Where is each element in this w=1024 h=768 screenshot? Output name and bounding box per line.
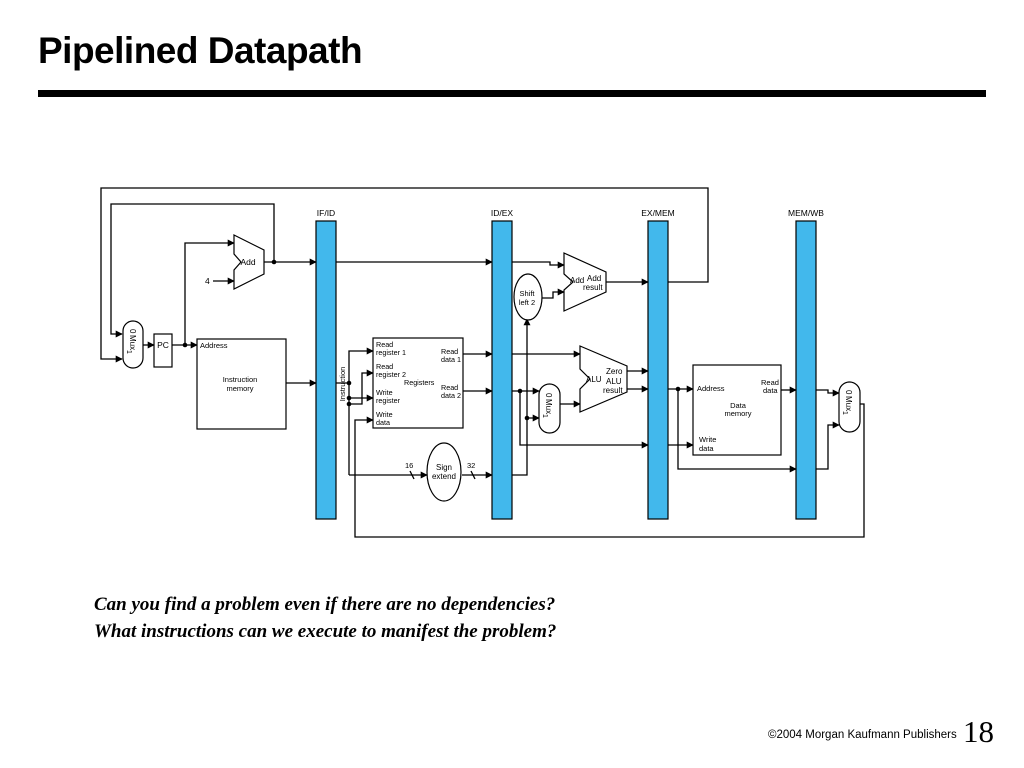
- shift-left-2: Shift left 2: [513, 273, 543, 321]
- pc-adder-label: Add: [240, 257, 255, 267]
- rf-read-reg2-l2: register 2: [376, 370, 406, 379]
- rf-read-data1-l1: Read: [441, 347, 458, 356]
- rf-name: Registers: [404, 378, 435, 387]
- sign-extend-output-bits: 32: [467, 461, 475, 470]
- pc-adder: Add: [233, 234, 265, 290]
- page-number: 18: [963, 714, 994, 749]
- branch-adder: Add Add result: [563, 252, 607, 312]
- rf-read-reg1-l2: register 1: [376, 348, 406, 357]
- alu-name: ALU: [586, 375, 602, 384]
- branch-adder-label: Add: [570, 276, 584, 285]
- title-underline: [38, 90, 986, 97]
- rf-write-data-l2: data: [376, 418, 390, 427]
- rf-read-reg1-l1: Read: [376, 340, 393, 349]
- question-line-2: What instructions can we execute to mani…: [94, 621, 557, 642]
- imem-address-label: Address: [200, 341, 228, 350]
- wb-mux-zero: 0: [844, 390, 853, 395]
- pc-label: PC: [157, 340, 169, 350]
- copyright-footer: ©2004 Morgan Kaufmann Publishers: [768, 729, 957, 741]
- rf-write-data-l1: Write: [376, 410, 393, 419]
- constant-four: 4: [205, 276, 210, 286]
- rf-write-reg-l2: register: [376, 396, 401, 405]
- instruction-memory: Address Instruction memory: [196, 338, 287, 430]
- id-ex-label: ID/EX: [491, 208, 514, 218]
- pc-mux-label: Mux: [128, 335, 137, 350]
- program-counter: PC: [153, 333, 173, 368]
- data-memory: Address Read data Data memory Write data: [692, 364, 782, 456]
- alu-mux-label: Mux: [544, 399, 553, 414]
- alu-result-l2: result: [603, 386, 623, 395]
- dmem-read-data-l2: data: [763, 386, 778, 395]
- branch-adder-result-l1: Add: [587, 274, 601, 283]
- branch-adder-result-l2: result: [583, 283, 603, 292]
- register-file: Read register 1 Read register 2 Write re…: [372, 337, 464, 429]
- if-id-label: IF/ID: [317, 208, 335, 218]
- alu-mux-zero: 0: [544, 393, 553, 398]
- alu-result-l1: ALU: [606, 377, 622, 386]
- wb-mux-one: 1: [841, 411, 848, 415]
- dmem-name-l2: memory: [724, 409, 751, 418]
- pc-mux-one: 1: [125, 350, 132, 354]
- sign-extend: Sign extend: [426, 442, 462, 502]
- dmem-address-label: Address: [697, 384, 725, 393]
- question-line-1: Can you find a problem even if there are…: [94, 594, 556, 615]
- ex-mem-register: [647, 220, 669, 520]
- writeback-mux: 0 Mux 1: [838, 381, 861, 433]
- rf-read-data2-l1: Read: [441, 383, 458, 392]
- instruction-bus-label: Instruction: [338, 367, 347, 402]
- alu-mux-one: 1: [541, 414, 548, 418]
- rf-read-data2-l2: data 2: [441, 391, 461, 400]
- dmem-write-data-l2: data: [699, 444, 714, 453]
- mem-wb-label: MEM/WB: [788, 208, 824, 218]
- alu-src-mux: 0 Mux 1: [538, 383, 561, 434]
- shift-left-line1: Shift: [519, 289, 535, 298]
- dmem-name-l1: Data: [730, 401, 747, 410]
- imem-name-line1: Instruction: [223, 375, 258, 384]
- dmem-write-data-l1: Write: [699, 435, 716, 444]
- shift-left-line2: left 2: [519, 298, 535, 307]
- rf-read-data1-l2: data 1: [441, 355, 461, 364]
- slide-title: Pipelined Datapath: [38, 30, 363, 71]
- rf-write-reg-l1: Write: [376, 388, 393, 397]
- id-ex-register: [491, 220, 513, 520]
- pc-mux: 0 Mux 1: [122, 320, 144, 369]
- wire-junctions: [182, 259, 681, 421]
- alu-zero: Zero: [606, 367, 623, 376]
- pc-mux-zero: 0: [128, 329, 137, 334]
- imem-name-line2: memory: [226, 384, 253, 393]
- alu: ALU Zero ALU result: [579, 345, 628, 413]
- sign-extend-line2: extend: [432, 472, 456, 481]
- rf-read-reg2-l1: Read: [376, 362, 393, 371]
- dmem-read-data-l1: Read: [761, 378, 779, 387]
- sign-extend-line1: Sign: [436, 463, 452, 472]
- ex-mem-label: EX/MEM: [641, 208, 675, 218]
- if-id-register: [315, 220, 337, 520]
- mem-wb-register: [795, 220, 817, 520]
- wb-mux-label: Mux: [844, 396, 853, 411]
- sign-extend-input-bits: 16: [405, 461, 413, 470]
- pipeline-registers: IF/ID ID/EX EX/MEM MEM/WB: [315, 208, 824, 520]
